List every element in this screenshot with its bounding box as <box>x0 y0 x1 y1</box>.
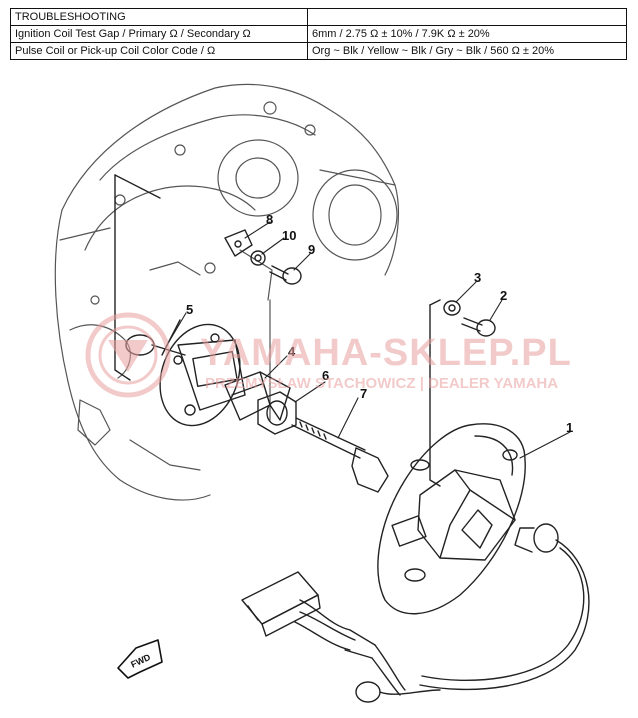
troubleshooting-table: TROUBLESHOOTING Ignition Coil Test Gap /… <box>10 8 627 60</box>
watermark-logo-icon <box>85 312 171 398</box>
leader-1 <box>429 299 441 487</box>
callout-10: 10 <box>282 228 296 243</box>
callout-6: 6 <box>322 368 329 383</box>
table-row: Pulse Coil or Pick-up Coil Color Code / … <box>10 42 627 60</box>
washer-part-3 <box>443 300 461 316</box>
screw-part-2 <box>461 317 496 337</box>
connector-harness <box>241 571 441 703</box>
long-bolt-part-7 <box>291 417 389 493</box>
table-cell-value: Org ~ Blk / Yellow ~ Blk / Gry ~ Blk / 5… <box>307 42 627 60</box>
stator-plate-part-1 <box>377 423 526 615</box>
table-row: Ignition Coil Test Gap / Primary Ω / Sec… <box>10 25 627 43</box>
fwd-label: FWD <box>129 652 152 670</box>
callout-8: 8 <box>266 212 273 227</box>
watermark: YAMAHA-SKLEP.PL PRZEMYSŁAW STACHOWICZ | … <box>85 312 572 398</box>
screw-part-9 <box>269 265 302 285</box>
watermark-main-text: YAMAHA-SKLEP.PL <box>200 332 572 374</box>
callout-2: 2 <box>500 288 507 303</box>
grommet-and-wire <box>419 523 590 691</box>
callout-3: 3 <box>474 270 481 285</box>
crankcase-outline <box>54 83 399 501</box>
washer-part-10 <box>250 250 266 266</box>
nut-part-6 <box>257 391 297 435</box>
fwd-arrow-icon: FWD <box>117 639 163 679</box>
callout-5: 5 <box>186 302 193 317</box>
callout-labels: 1 2 3 4 5 6 7 8 9 10 <box>186 212 573 435</box>
watermark-sub-text: PRZEMYSŁAW STACHOWICZ | DEALER YAMAHA <box>205 375 558 392</box>
callout-9: 9 <box>308 242 315 257</box>
plate-part-8 <box>224 229 253 257</box>
callout-4: 4 <box>288 344 296 359</box>
callout-7: 7 <box>360 386 367 401</box>
callout-leaders <box>169 221 571 459</box>
callout-1: 1 <box>566 420 573 435</box>
